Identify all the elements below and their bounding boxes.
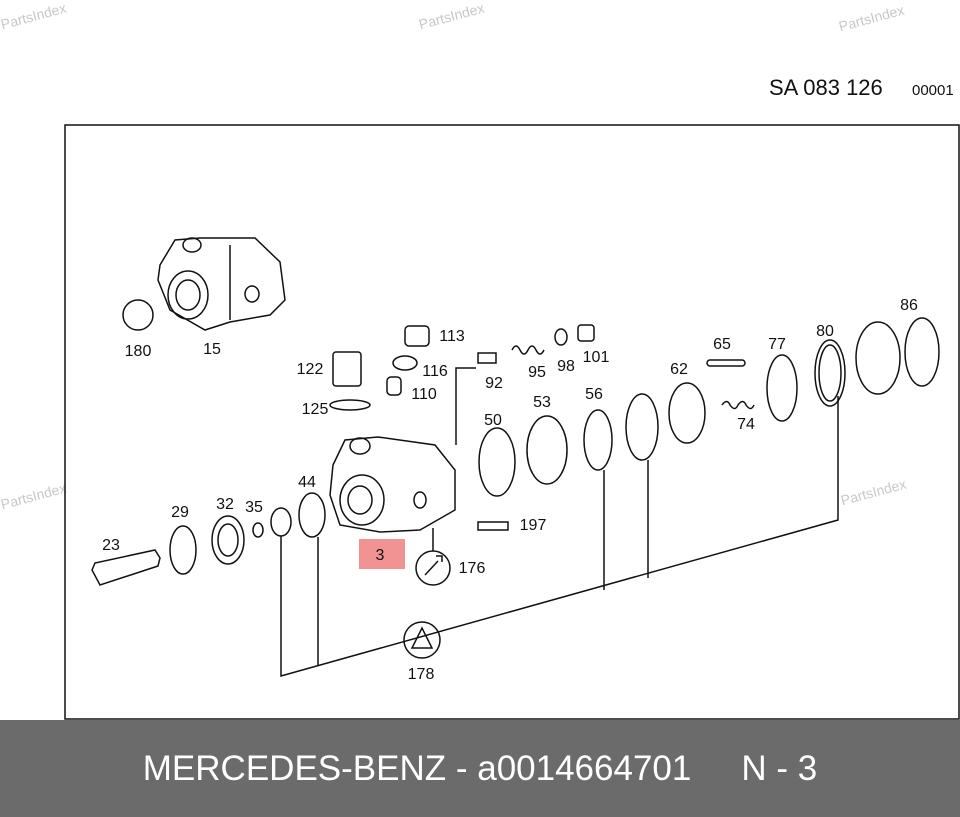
callout: 15 <box>203 341 221 358</box>
diagram-frame <box>64 124 960 720</box>
callout: 95 <box>528 364 546 381</box>
callout: 50 <box>484 412 502 429</box>
callout: 98 <box>557 358 575 375</box>
pump-housing-drawing <box>329 436 456 533</box>
callout: 56 <box>585 386 603 403</box>
callout: 110 <box>411 386 437 403</box>
highlighted-part-marker[interactable] <box>359 539 405 569</box>
callout: 86 <box>900 297 918 314</box>
pump-assembly-drawing <box>157 237 286 331</box>
callout: 35 <box>245 499 263 516</box>
callout: 176 <box>459 560 486 577</box>
callout: 101 <box>583 349 610 366</box>
callout: 92 <box>485 375 503 392</box>
callout: 178 <box>408 666 435 683</box>
callout: 197 <box>520 517 547 534</box>
callout: 122 <box>297 361 324 378</box>
plug-icon <box>122 299 154 331</box>
tool-icon <box>403 621 441 659</box>
footer-bar: MERCEDES-BENZ - a0014664701 N - 3 <box>0 720 960 817</box>
callout: 74 <box>737 416 755 433</box>
callout: 62 <box>670 361 688 378</box>
callout: 180 <box>125 343 152 360</box>
callout: 53 <box>533 394 551 411</box>
sheet-number: 00001 <box>912 82 954 99</box>
callout: 65 <box>713 336 731 353</box>
callout: 77 <box>768 336 786 353</box>
wrench-icon <box>415 550 451 586</box>
highlighted-callout[interactable]: 3 <box>376 547 385 564</box>
callout: 29 <box>171 504 189 521</box>
callout: 113 <box>439 328 465 345</box>
position-number: N - 3 <box>741 748 818 788</box>
parts-diagram: 3 180 15 113 116 122 110 125 92 95 98 10… <box>64 124 960 720</box>
callout: 80 <box>816 323 834 340</box>
callout: 23 <box>102 537 120 554</box>
callout: 125 <box>302 401 329 418</box>
brand-part-number: MERCEDES-BENZ - a0014664701 <box>142 748 692 788</box>
callout: 32 <box>216 496 234 513</box>
diagram-code: SA 083 126 <box>769 75 883 100</box>
callout: 116 <box>422 363 448 380</box>
callout: 44 <box>298 474 316 491</box>
